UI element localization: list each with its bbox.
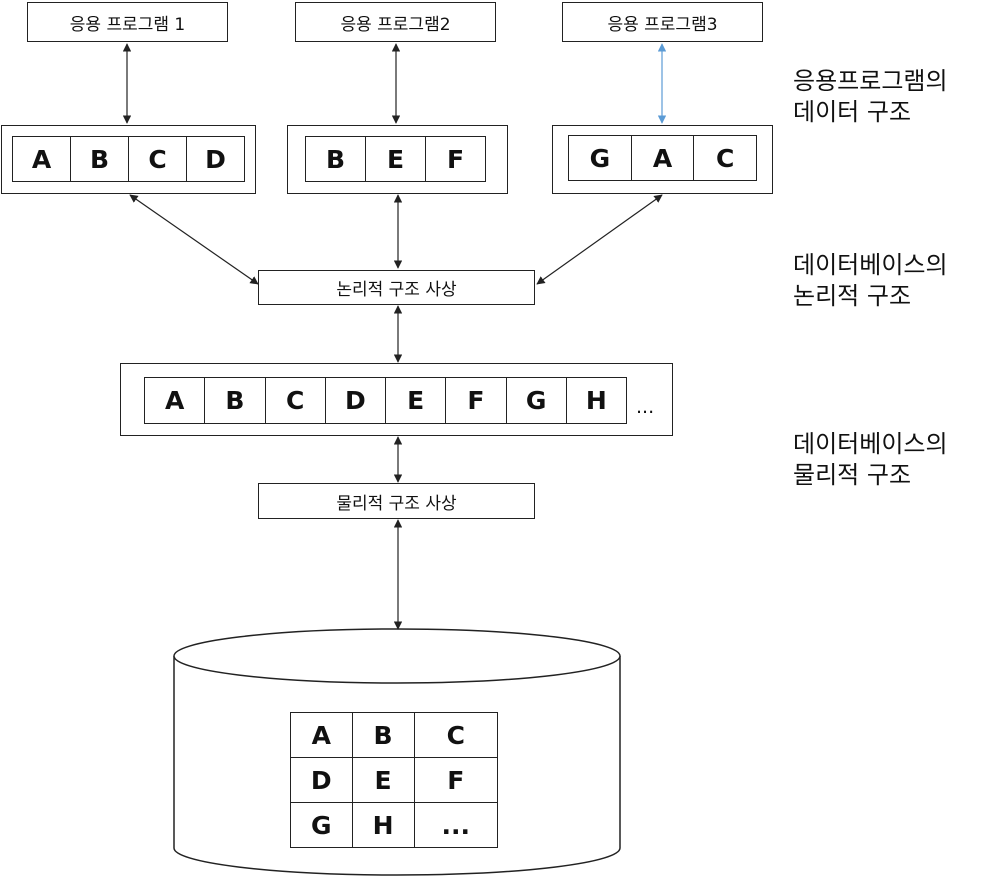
app-structure-1-fields: A B C D [12,136,245,182]
grid-cell: B [351,712,415,758]
program-2-label: 응용 프로그램2 [340,14,451,35]
field-cell: D [326,378,386,423]
field-cell: B [71,137,129,181]
side-label-app-structure: 응용프로그램의 데이터 구조 [793,66,948,128]
logical-row-ellipsis: ... [636,396,655,418]
field-cell: E [386,378,447,423]
grid-cell: ... [413,802,499,848]
side-label-line: 데이터베이스의 [793,251,948,279]
field-cell: F [446,378,507,423]
field-cell: B [306,137,366,181]
field-cell: C [716,143,735,173]
table-row: G H ... [290,802,499,848]
logical-structure-fields: A B C D E F G H [144,377,627,424]
storage-grid: A B C D E F G H ... [290,712,499,848]
logical-mapping-box: 논리적 구조 사상 [258,270,535,305]
grid-cell: E [351,757,415,803]
field-cell: G [569,136,632,180]
field-cell: C [129,137,187,181]
field-cell: A [145,378,206,423]
arrow-structure3-logical [536,194,663,285]
field-cell: E [366,137,426,181]
side-label-line: 물리적 구조 [793,461,912,489]
app-structure-2-fields: B E F [305,136,486,182]
table-row: A B C [290,712,499,758]
grid-cell: H [351,802,415,848]
table-row: D E F [290,757,499,803]
program-2-box: 응용 프로그램2 [295,2,496,42]
physical-mapping-box: 물리적 구조 사상 [258,483,535,519]
field-cell: G [507,378,567,423]
side-label-line: 응용프로그램의 [793,67,948,95]
program-3-label: 응용 프로그램3 [607,14,718,35]
field-cell: C [266,378,326,423]
field-cell: B [205,378,266,423]
field-cell: A [632,136,695,180]
program-3-box: 응용 프로그램3 [562,2,763,42]
side-label-logical-structure: 데이터베이스의 논리적 구조 [793,250,948,312]
app-structure-1: A B C D [1,125,256,194]
grid-cell: G [290,802,353,848]
side-label-line: 데이터 구조 [793,98,912,126]
logical-mapping-label: 논리적 구조 사상 [336,280,457,300]
field-cell: H [585,386,607,415]
physical-mapping-label: 물리적 구조 사상 [336,493,457,514]
grid-cell: F [413,757,499,803]
side-label-line: 데이터베이스의 [793,430,948,458]
program-1-box: 응용 프로그램 1 [27,2,228,42]
logical-structure: A B C D E F G H ... [120,363,673,436]
grid-cell: A [290,712,353,758]
field-cell: F [446,144,465,174]
side-label-physical-structure: 데이터베이스의 물리적 구조 [793,429,948,491]
side-label-line: 논리적 구조 [793,282,912,310]
app-structure-2: B E F [287,125,508,194]
field-cell: D [205,144,226,174]
grid-cell: C [413,712,499,758]
grid-cell: D [290,757,353,803]
app-structure-3-fields: G A C [568,135,757,181]
program-1-label: 응용 프로그램 1 [69,14,186,35]
field-cell: A [13,137,71,181]
arrow-structure1-logical [129,194,259,285]
app-structure-3: G A C [552,125,773,194]
